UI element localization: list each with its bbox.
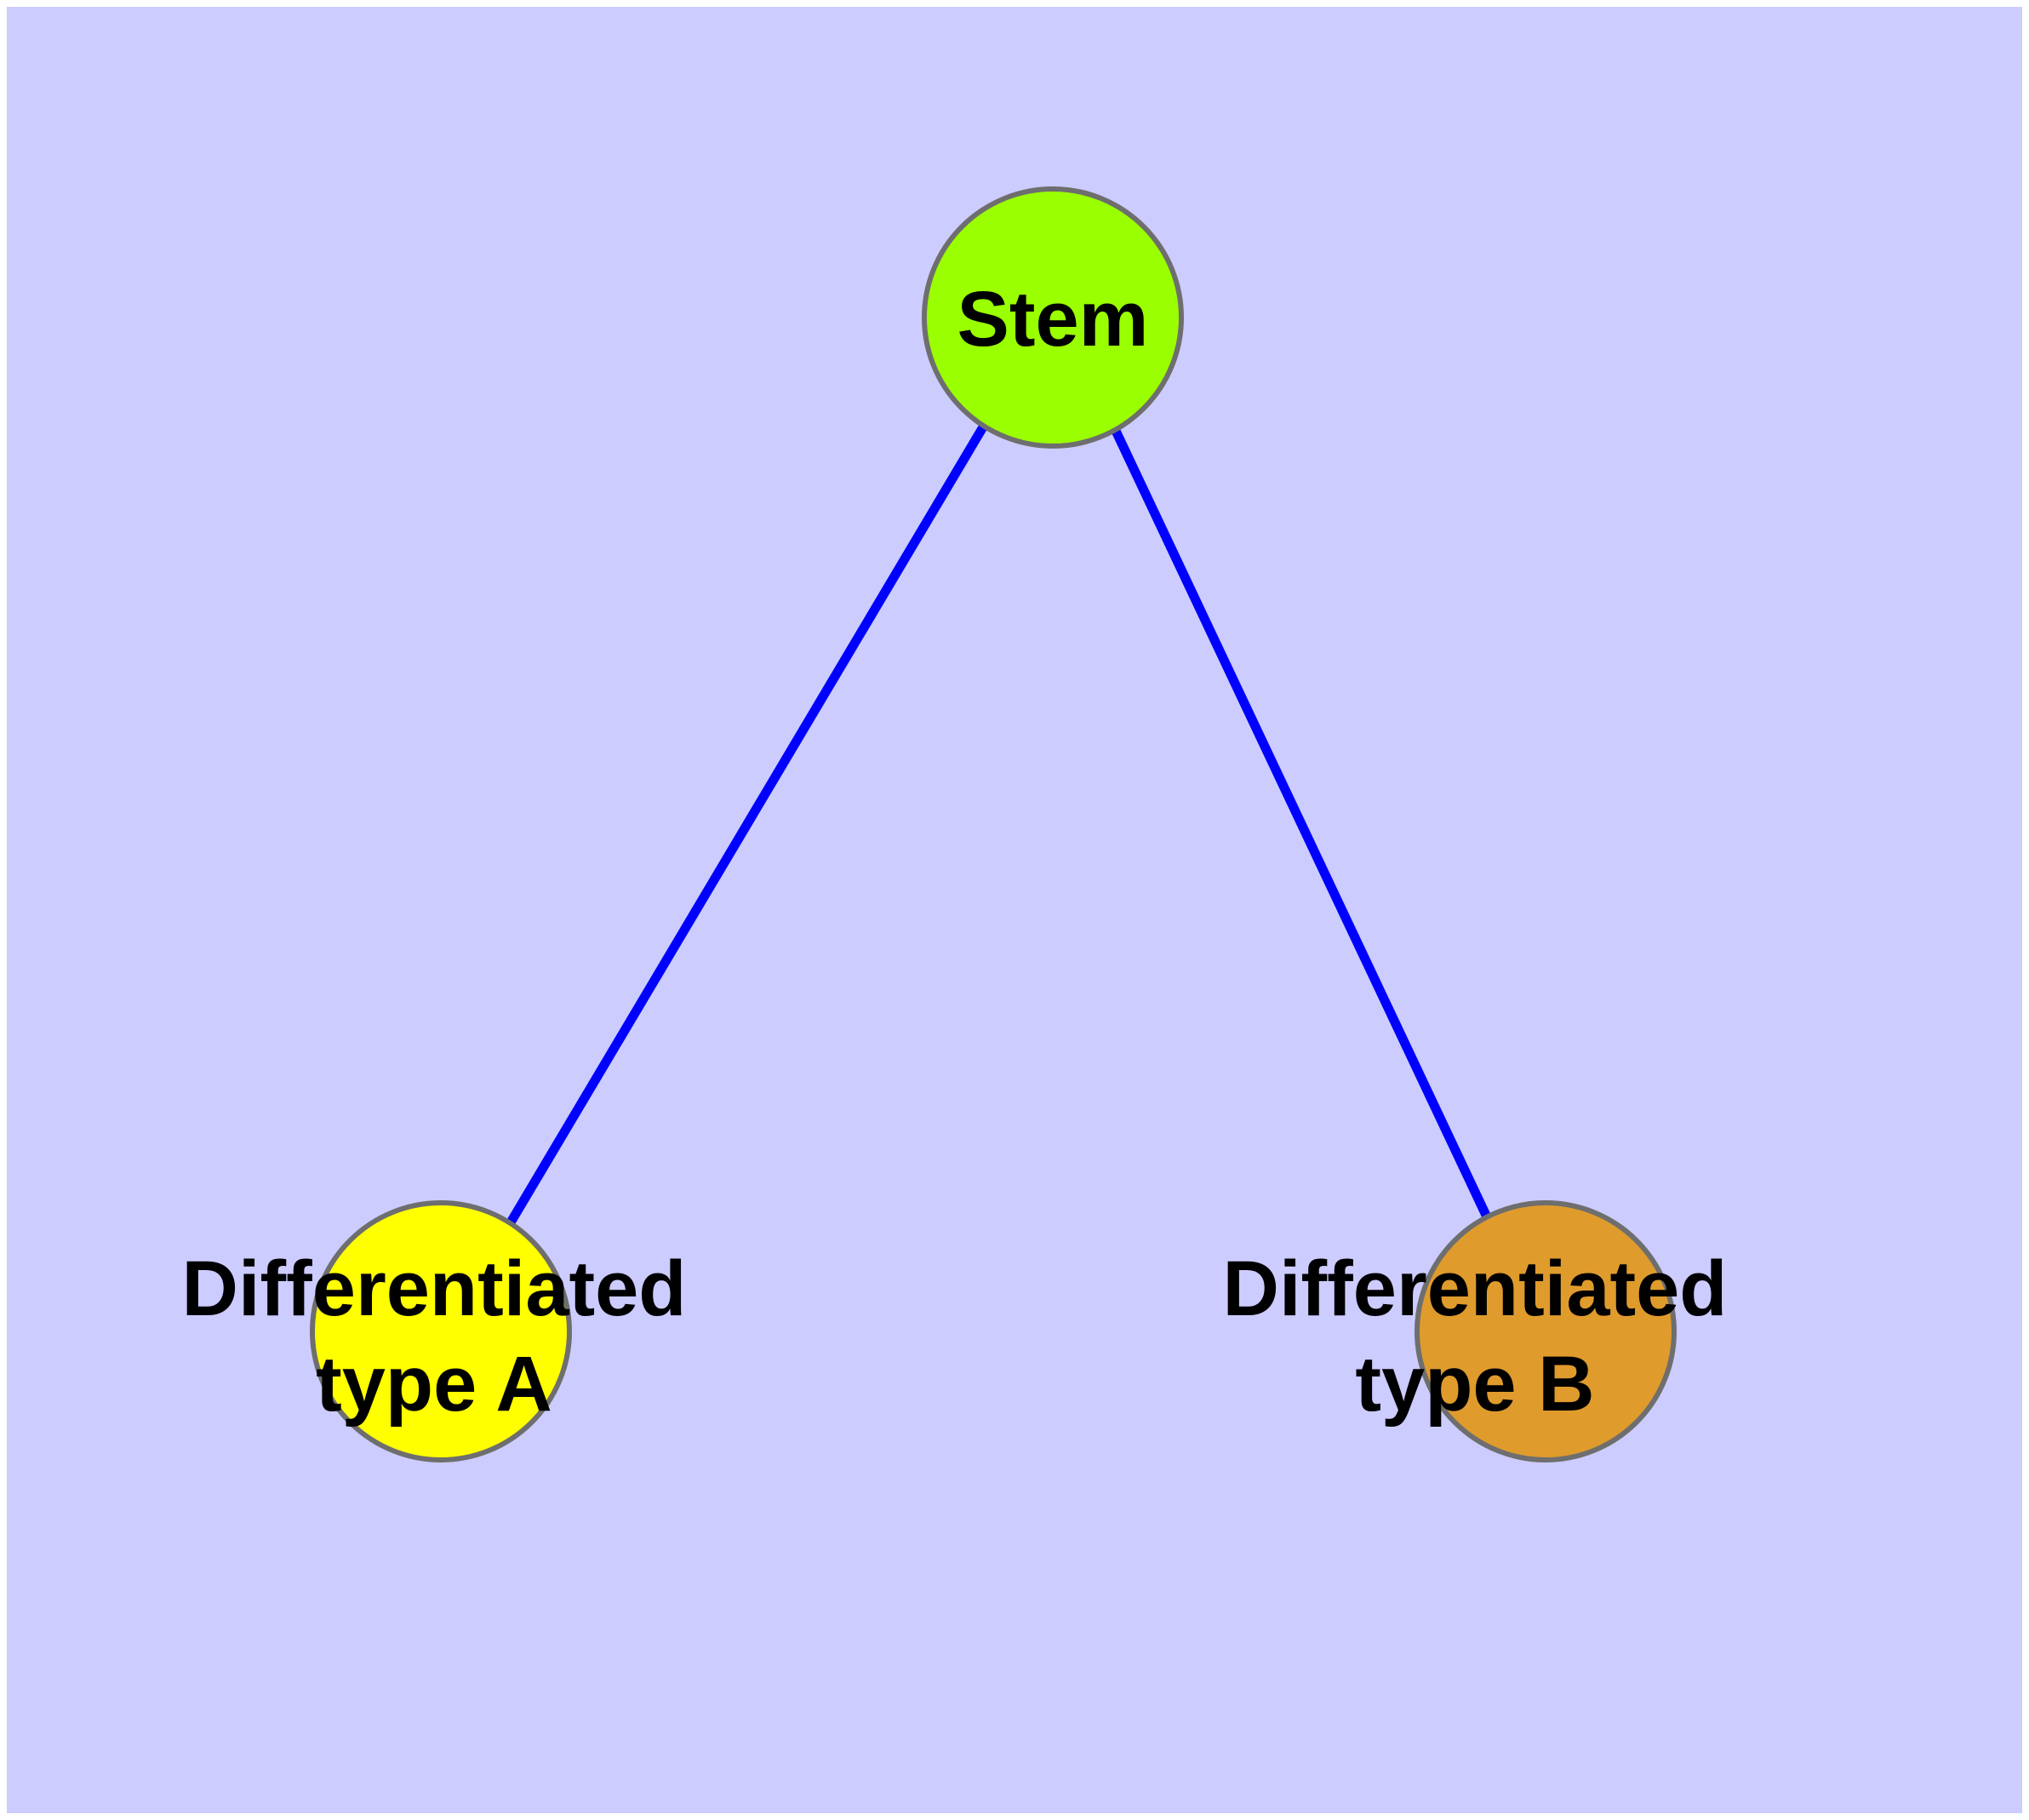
node-differentiated-type-a-label-line-1: Differentiated [182, 1245, 687, 1332]
node-stem-circle[interactable] [922, 186, 1184, 449]
node-differentiated-type-b-label-line-1: Differentiated [1223, 1245, 1728, 1332]
edge-layer [506, 423, 1494, 1225]
node-stem-label-line-1: Stem [957, 276, 1149, 363]
node-stem[interactable]: Stem [922, 186, 1184, 449]
node-layer: Stem [310, 186, 1677, 1462]
node-label-layer: Differentiated type A Differentiated typ… [182, 1245, 1728, 1428]
node-differentiated-type-a[interactable] [310, 1200, 572, 1462]
node-differentiated-type-b-circle[interactable] [1415, 1200, 1677, 1462]
node-differentiated-type-b[interactable] [1415, 1200, 1677, 1462]
node-differentiated-type-b-label-line-2: type B [1355, 1341, 1594, 1428]
node-differentiated-type-a-label-line-2: type A [316, 1341, 552, 1428]
edge-stem-to-differentiated-type-b[interactable] [1111, 426, 1494, 1225]
diagram-plot-area: Stem Differentiated type A Differentiate… [7, 7, 2022, 1813]
node-differentiated-type-a-circle[interactable] [310, 1200, 572, 1462]
cell-differentiation-graph: Stem Differentiated type A Differentiate… [182, 186, 1728, 1462]
edge-stem-to-differentiated-type-a[interactable] [506, 423, 988, 1225]
